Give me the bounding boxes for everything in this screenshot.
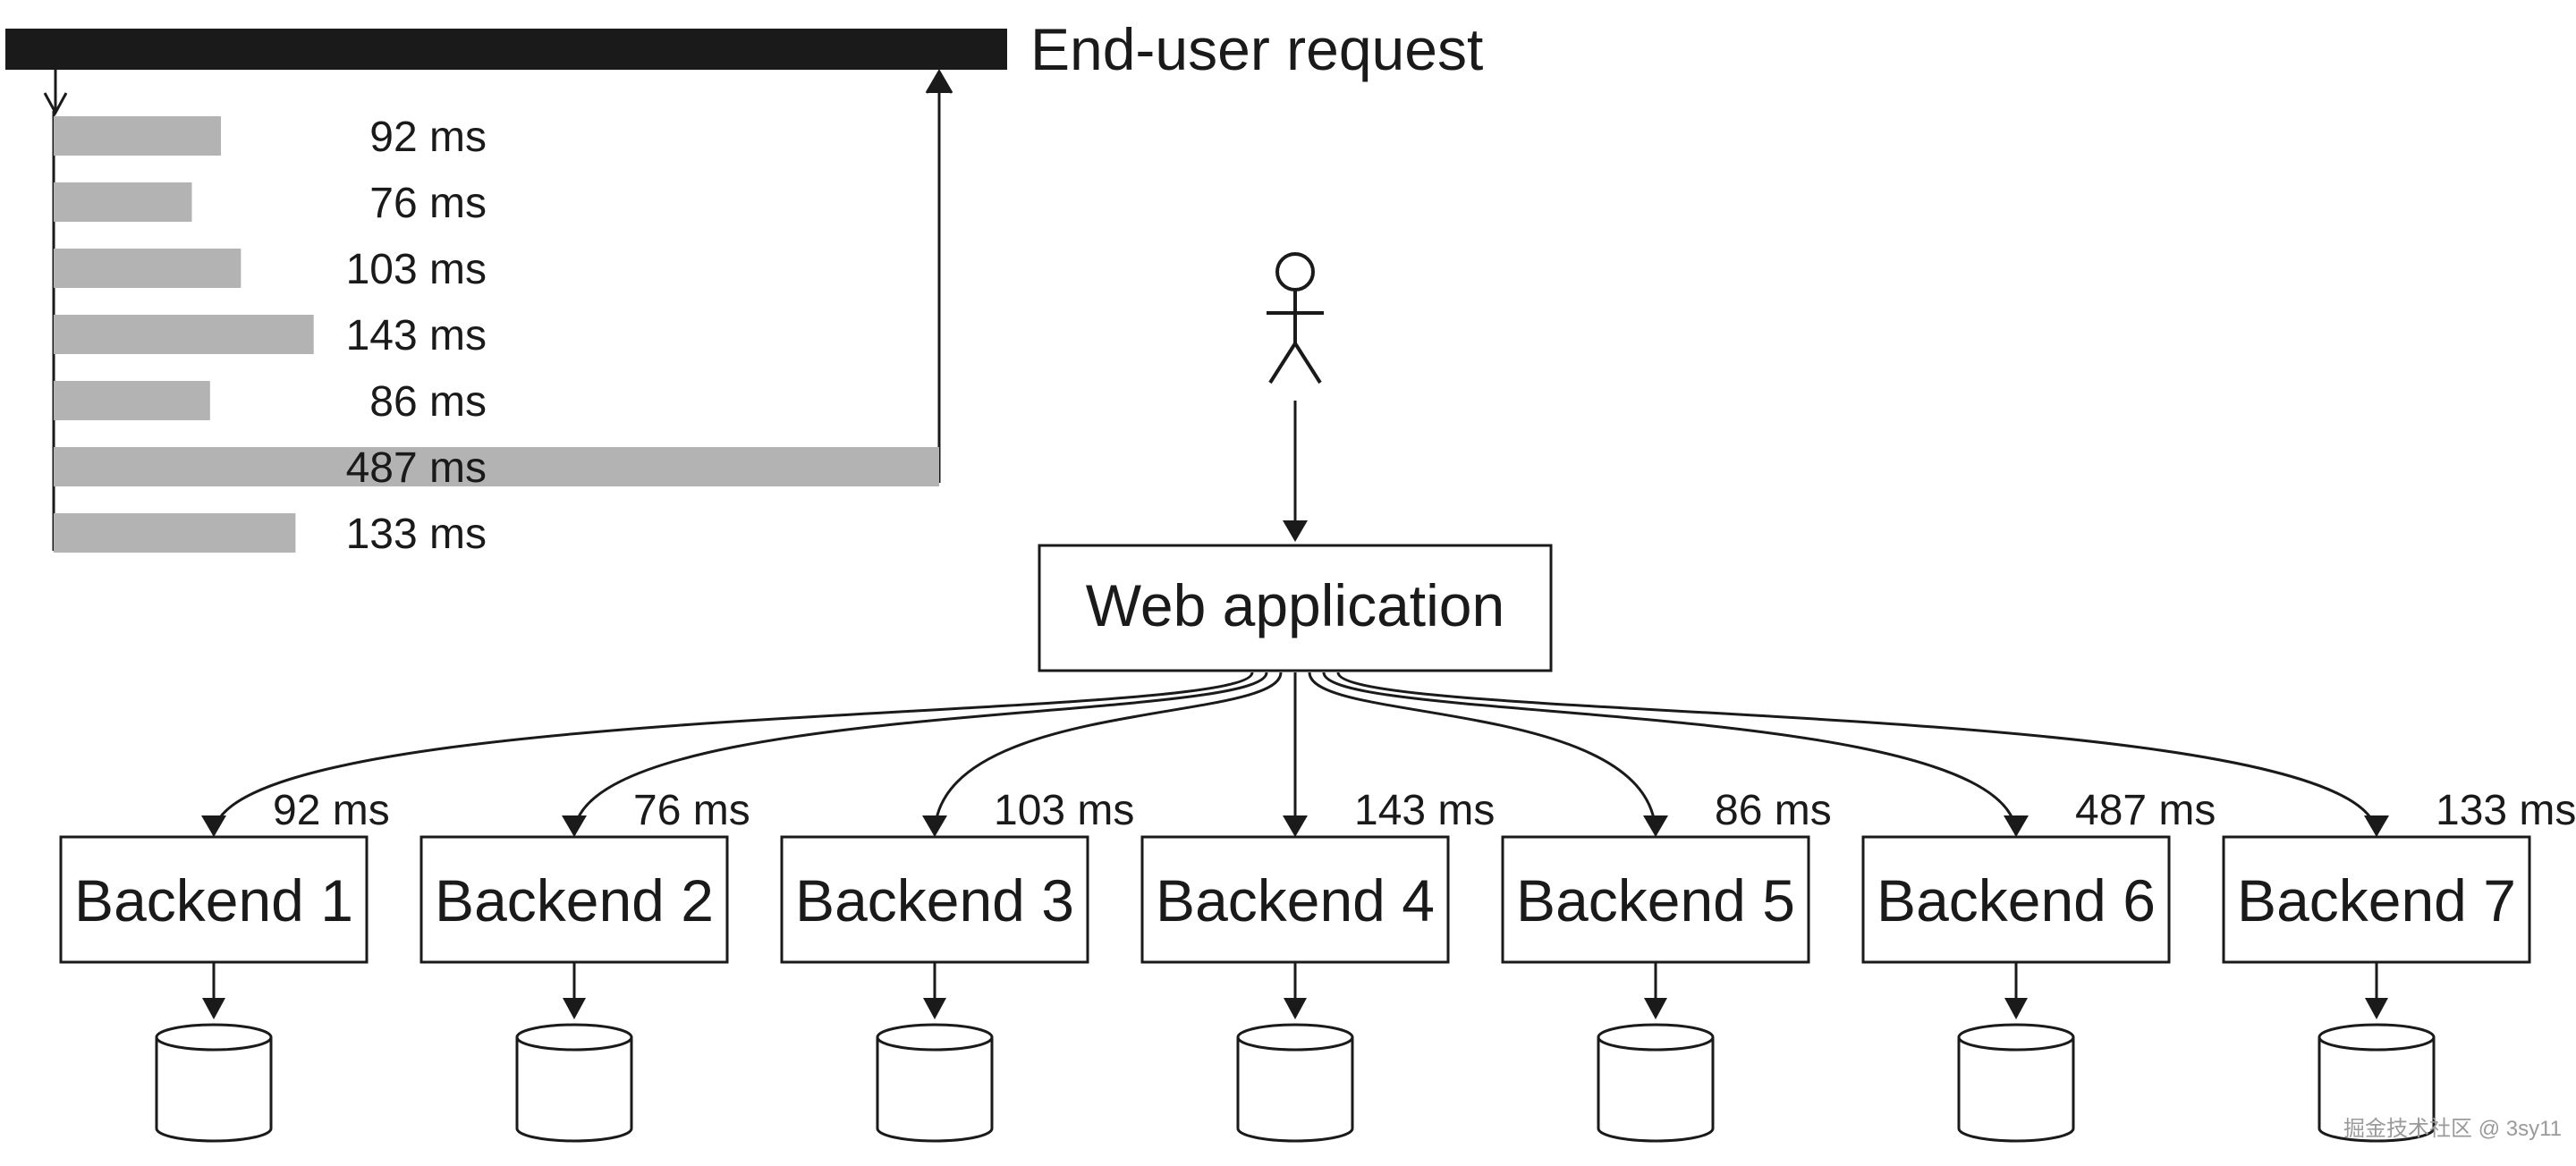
- call-arrow: [1322, 672, 2018, 836]
- user-to-webapp-arrowhead: [1283, 520, 1308, 542]
- call-latency-label: 92 ms: [273, 787, 390, 834]
- call-arrowhead: [562, 815, 587, 837]
- fan-out-calls: 92 ms 76 ms 103 ms 143 ms 86 ms 487 ms 133 ms: [201, 672, 2576, 837]
- call-arrowhead: [2004, 815, 2029, 837]
- db-arrowhead: [2004, 998, 2028, 1019]
- latency-bar-label: 92 ms: [369, 114, 487, 161]
- database-icon: [155, 1023, 273, 1143]
- watermark: 掘金技术社区 @ 3sy11: [2343, 1117, 2562, 1141]
- end-user-request-bar: [5, 29, 1007, 70]
- call-arrow: [572, 672, 1268, 836]
- database-icon: [515, 1023, 633, 1143]
- latency-bar: [54, 381, 210, 420]
- backend-box: [59, 835, 369, 964]
- call-arrow: [1308, 672, 1657, 836]
- response-return-arrowhead: [925, 69, 953, 94]
- database-icon: [876, 1023, 994, 1143]
- db-arrowhead: [1284, 998, 1307, 1019]
- call-arrow: [1336, 672, 2378, 836]
- backend-label: Backend 4: [1156, 867, 1435, 934]
- call-arrow: [212, 672, 1254, 836]
- latency-bar: [54, 513, 296, 553]
- latency-bars: 92 ms 76 ms 103 ms 143 ms 86 ms 487 ms 133 ms: [54, 114, 939, 558]
- latency-bar-label: 86 ms: [369, 378, 487, 426]
- backend-label: Backend 6: [1877, 867, 2156, 934]
- backend-label: Backend 3: [795, 867, 1074, 934]
- db-arrowhead: [1644, 998, 1667, 1019]
- backend-box: [1140, 835, 1450, 964]
- backend-box: [2222, 835, 2531, 964]
- request-down-arrowhead: [43, 92, 68, 116]
- backend-box: [419, 835, 729, 964]
- backend-box: [1861, 835, 2171, 964]
- user-icon: [1267, 252, 1324, 384]
- backend-label: Backend 1: [74, 867, 353, 934]
- latency-bar-label: 76 ms: [369, 180, 487, 227]
- latency-bar: [54, 116, 222, 156]
- web-application-box: [1038, 544, 1553, 672]
- database-icon: [1597, 1023, 1715, 1143]
- call-latency-label: 143 ms: [1354, 787, 1495, 834]
- call-arrowhead: [2364, 815, 2389, 837]
- latency-bar-label: 103 ms: [346, 246, 487, 293]
- call-latency-label: 86 ms: [1715, 787, 1832, 834]
- db-arrowhead: [202, 998, 225, 1019]
- database-icon: [1957, 1023, 2075, 1143]
- database-icon: [1236, 1023, 1354, 1143]
- db-arrowhead: [923, 998, 946, 1019]
- end-user-request-label: End-user request: [1030, 16, 1483, 82]
- latency-bar: [54, 315, 314, 354]
- call-latency-label: 487 ms: [2075, 787, 2216, 834]
- database-icon: [2318, 1023, 2436, 1143]
- call-latency-label: 76 ms: [633, 787, 750, 834]
- latency-bar-label: 133 ms: [346, 511, 487, 558]
- latency-bar-label: 143 ms: [346, 312, 487, 359]
- backend-box: [1501, 835, 1810, 964]
- backend-label: Backend 5: [1516, 867, 1795, 934]
- backend-label: Backend 2: [435, 867, 714, 934]
- db-arrowhead: [2365, 998, 2388, 1019]
- call-latency-label: 133 ms: [2436, 787, 2576, 834]
- latency-bar-label: 487 ms: [346, 444, 487, 492]
- backends: Backend 1 Backend 2 Backend 3 Backend 4 Back…: [59, 835, 2531, 1143]
- db-arrowhead: [563, 998, 586, 1019]
- call-arrowhead: [1283, 815, 1308, 837]
- web-application-label: Web application: [1086, 572, 1504, 638]
- call-arrow: [933, 672, 1283, 836]
- backend-box: [780, 835, 1089, 964]
- latency-bar: [54, 182, 192, 222]
- call-arrowhead: [1643, 815, 1668, 837]
- call-arrowhead: [922, 815, 947, 837]
- backend-label: Backend 7: [2237, 867, 2516, 934]
- latency-bar: [54, 447, 939, 486]
- call-latency-label: 103 ms: [994, 787, 1134, 834]
- latency-bar: [54, 249, 242, 288]
- call-arrowhead: [201, 815, 226, 837]
